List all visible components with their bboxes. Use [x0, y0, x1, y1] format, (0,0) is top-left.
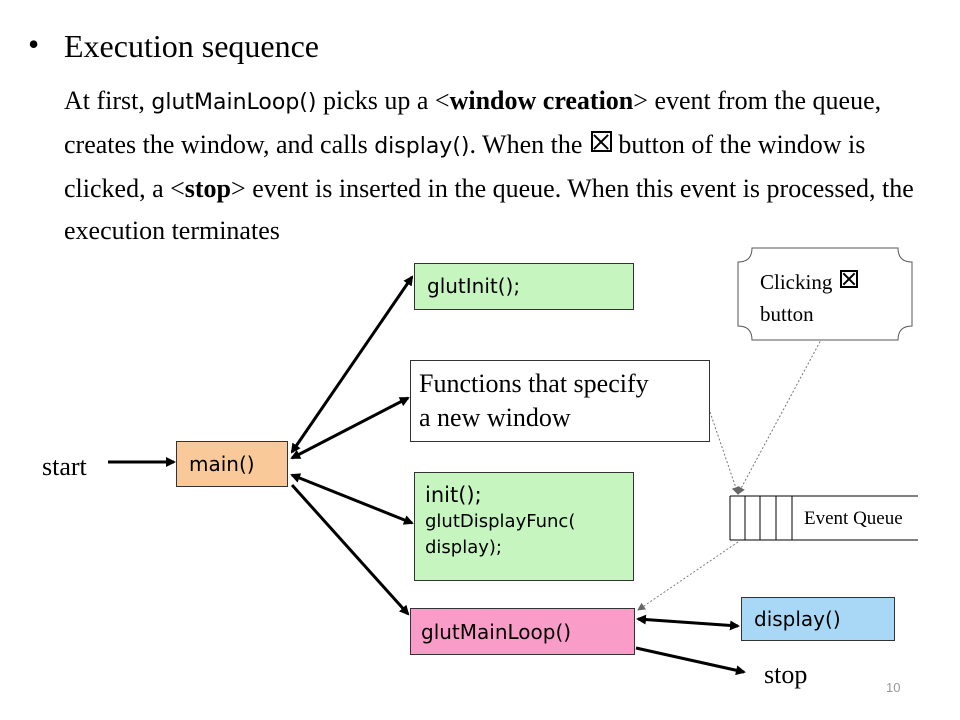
description-paragraph: At first, glutMainLoop() picks up a <win…	[64, 80, 944, 252]
para-text-1: At first,	[64, 86, 152, 115]
para-text-3: > event from the queue, creates the wind…	[64, 86, 882, 159]
callout-line2: button	[760, 302, 814, 326]
dotted-queue-mainloop	[637, 541, 739, 611]
event-queue	[729, 495, 918, 541]
init-box-line2: glutDisplayFunc(	[425, 511, 576, 532]
window-box-line2: a new window	[419, 403, 571, 432]
window-box-line1: Functions that specify	[419, 369, 649, 398]
init-box-line1: init();	[425, 483, 482, 507]
arrow-main-mainloop	[290, 483, 410, 616]
callout-text: Clicking button	[760, 266, 858, 330]
close-x-icon-callout	[839, 270, 858, 288]
glutinit-box: glutInit();	[414, 263, 634, 310]
callout-plaque	[737, 247, 913, 341]
para-text-2: picks up a <	[316, 86, 450, 115]
code-display: display()	[374, 134, 470, 159]
callout-line1: Clicking	[760, 270, 833, 294]
page-number: 10	[886, 680, 901, 695]
bold-stop: stop	[184, 174, 232, 203]
event-queue-label: Event Queue	[804, 508, 903, 529]
bold-window-creation: window creation	[449, 86, 634, 115]
init-box-line3: display);	[425, 537, 503, 558]
start-label: start	[42, 452, 87, 481]
arrow-mainloop-display	[636, 614, 740, 631]
para-text-5: button of the window is clicked, a <	[64, 130, 866, 203]
display-box: display()	[741, 597, 895, 641]
arrow-main-window	[290, 396, 410, 460]
slide-heading: Execution sequence	[64, 28, 319, 64]
dotted-window-queue	[709, 411, 740, 495]
stop-label: stop	[764, 660, 808, 689]
bullet-marker: •	[28, 26, 40, 62]
code-glutmainloop: glutMainLoop()	[151, 90, 317, 115]
arrow-mainloop-stop	[635, 646, 746, 676]
para-text-6: > event is inserted in the queue. When t…	[64, 174, 914, 245]
init-box: init(); glutDisplayFunc( display);	[414, 472, 634, 581]
close-x-icon	[590, 131, 612, 152]
arrow-main-init	[290, 473, 414, 525]
dotted-callout-queue	[737, 337, 823, 495]
glutmainloop-box: glutMainLoop()	[410, 608, 635, 655]
para-text-4: . When the	[469, 130, 589, 159]
main-function-box: main()	[176, 441, 288, 487]
window-functions-box: Functions that specify a new window	[410, 360, 710, 442]
